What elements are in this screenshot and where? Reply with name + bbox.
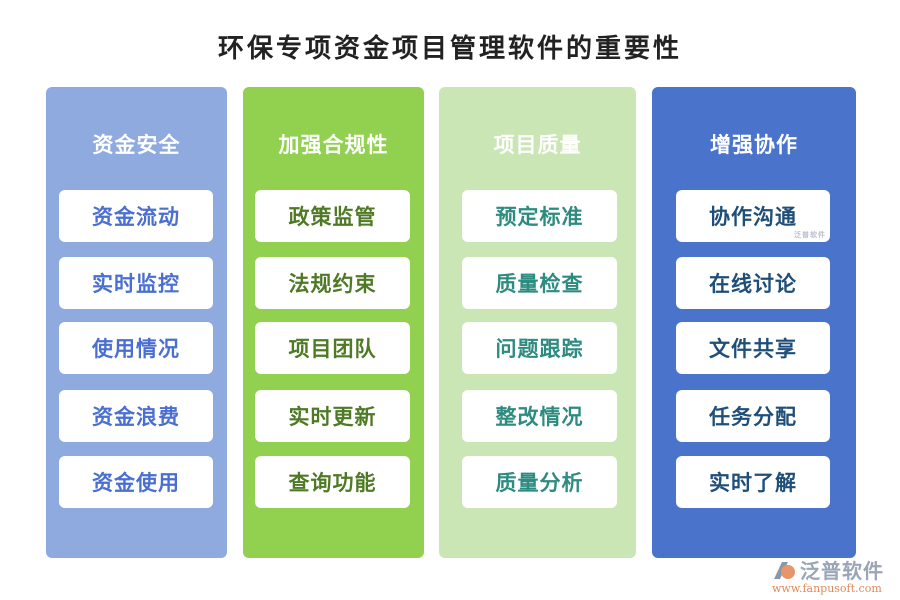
item-card: 质量分析 bbox=[462, 456, 617, 508]
item-label: 实时了解 bbox=[709, 470, 797, 495]
logo-name: 泛普软件 bbox=[800, 559, 884, 583]
item-label: 实时更新 bbox=[288, 404, 377, 429]
column-heading: 加强合规性 bbox=[278, 132, 389, 157]
item-label: 政策监管 bbox=[288, 204, 377, 229]
item-label: 质量分析 bbox=[495, 470, 584, 495]
item-card: 使用情况 bbox=[59, 322, 213, 374]
column-heading: 增强协作 bbox=[710, 132, 798, 157]
item-card: 实时更新 bbox=[255, 390, 410, 442]
column-heading: 资金安全 bbox=[92, 132, 181, 157]
item-label: 资金流动 bbox=[92, 204, 180, 229]
item-card: 查询功能 bbox=[255, 456, 410, 508]
item-card: 实时监控 bbox=[59, 257, 213, 309]
item-card: 问题跟踪 bbox=[462, 322, 617, 374]
item-label: 资金使用 bbox=[92, 470, 180, 495]
item-label: 查询功能 bbox=[288, 470, 377, 495]
logo-url: www.fanpusoft.com bbox=[772, 582, 882, 595]
item-label: 问题跟踪 bbox=[495, 336, 584, 361]
item-card: 在线讨论 bbox=[676, 257, 830, 309]
item-card: 协作沟通 泛普软件 bbox=[676, 190, 830, 242]
item-label: 在线讨论 bbox=[709, 271, 797, 296]
item-card: 质量检查 bbox=[462, 257, 617, 309]
column-fund-security: 资金安全 资金流动 实时监控 使用情况 资金浪费 资金使用 bbox=[46, 87, 227, 558]
item-label: 实时监控 bbox=[92, 271, 180, 296]
item-card: 法规约束 bbox=[255, 257, 410, 309]
column-collaboration: 增强协作 协作沟通 泛普软件 在线讨论 文件共享 任务分配 实时了解 bbox=[652, 87, 856, 558]
item-label: 法规约束 bbox=[288, 271, 377, 296]
item-label: 项目团队 bbox=[288, 336, 377, 361]
item-label: 预定标准 bbox=[495, 204, 584, 229]
column-project-quality: 项目质量 预定标准 质量检查 问题跟踪 整改情况 质量分析 bbox=[439, 87, 636, 558]
item-label: 质量检查 bbox=[495, 271, 584, 296]
item-card: 项目团队 bbox=[255, 322, 410, 374]
watermark-text: 泛普软件 bbox=[794, 230, 826, 239]
item-label: 文件共享 bbox=[709, 336, 797, 361]
fanpu-logo-icon bbox=[774, 562, 795, 579]
item-card: 政策监管 bbox=[255, 190, 410, 242]
column-compliance: 加强合规性 政策监管 法规约束 项目团队 实时更新 查询功能 bbox=[243, 87, 424, 558]
item-card: 预定标准 bbox=[462, 190, 617, 242]
item-label: 协作沟通 bbox=[709, 204, 797, 229]
item-card: 资金使用 bbox=[59, 456, 213, 508]
brand-logo: 泛普软件 www.fanpusoft.com bbox=[770, 555, 895, 597]
item-label: 使用情况 bbox=[92, 336, 180, 361]
item-label: 任务分配 bbox=[709, 404, 797, 429]
page-title: 环保专项资金项目管理软件的重要性 bbox=[217, 34, 682, 64]
item-card: 整改情况 bbox=[462, 390, 617, 442]
item-label: 整改情况 bbox=[495, 404, 584, 429]
item-card: 文件共享 bbox=[676, 322, 830, 374]
column-heading: 项目质量 bbox=[493, 132, 582, 157]
item-card: 任务分配 bbox=[676, 390, 830, 442]
item-card: 资金浪费 bbox=[59, 390, 213, 442]
item-card: 资金流动 bbox=[59, 190, 213, 242]
item-card: 实时了解 bbox=[676, 456, 830, 508]
item-label: 资金浪费 bbox=[92, 404, 180, 429]
